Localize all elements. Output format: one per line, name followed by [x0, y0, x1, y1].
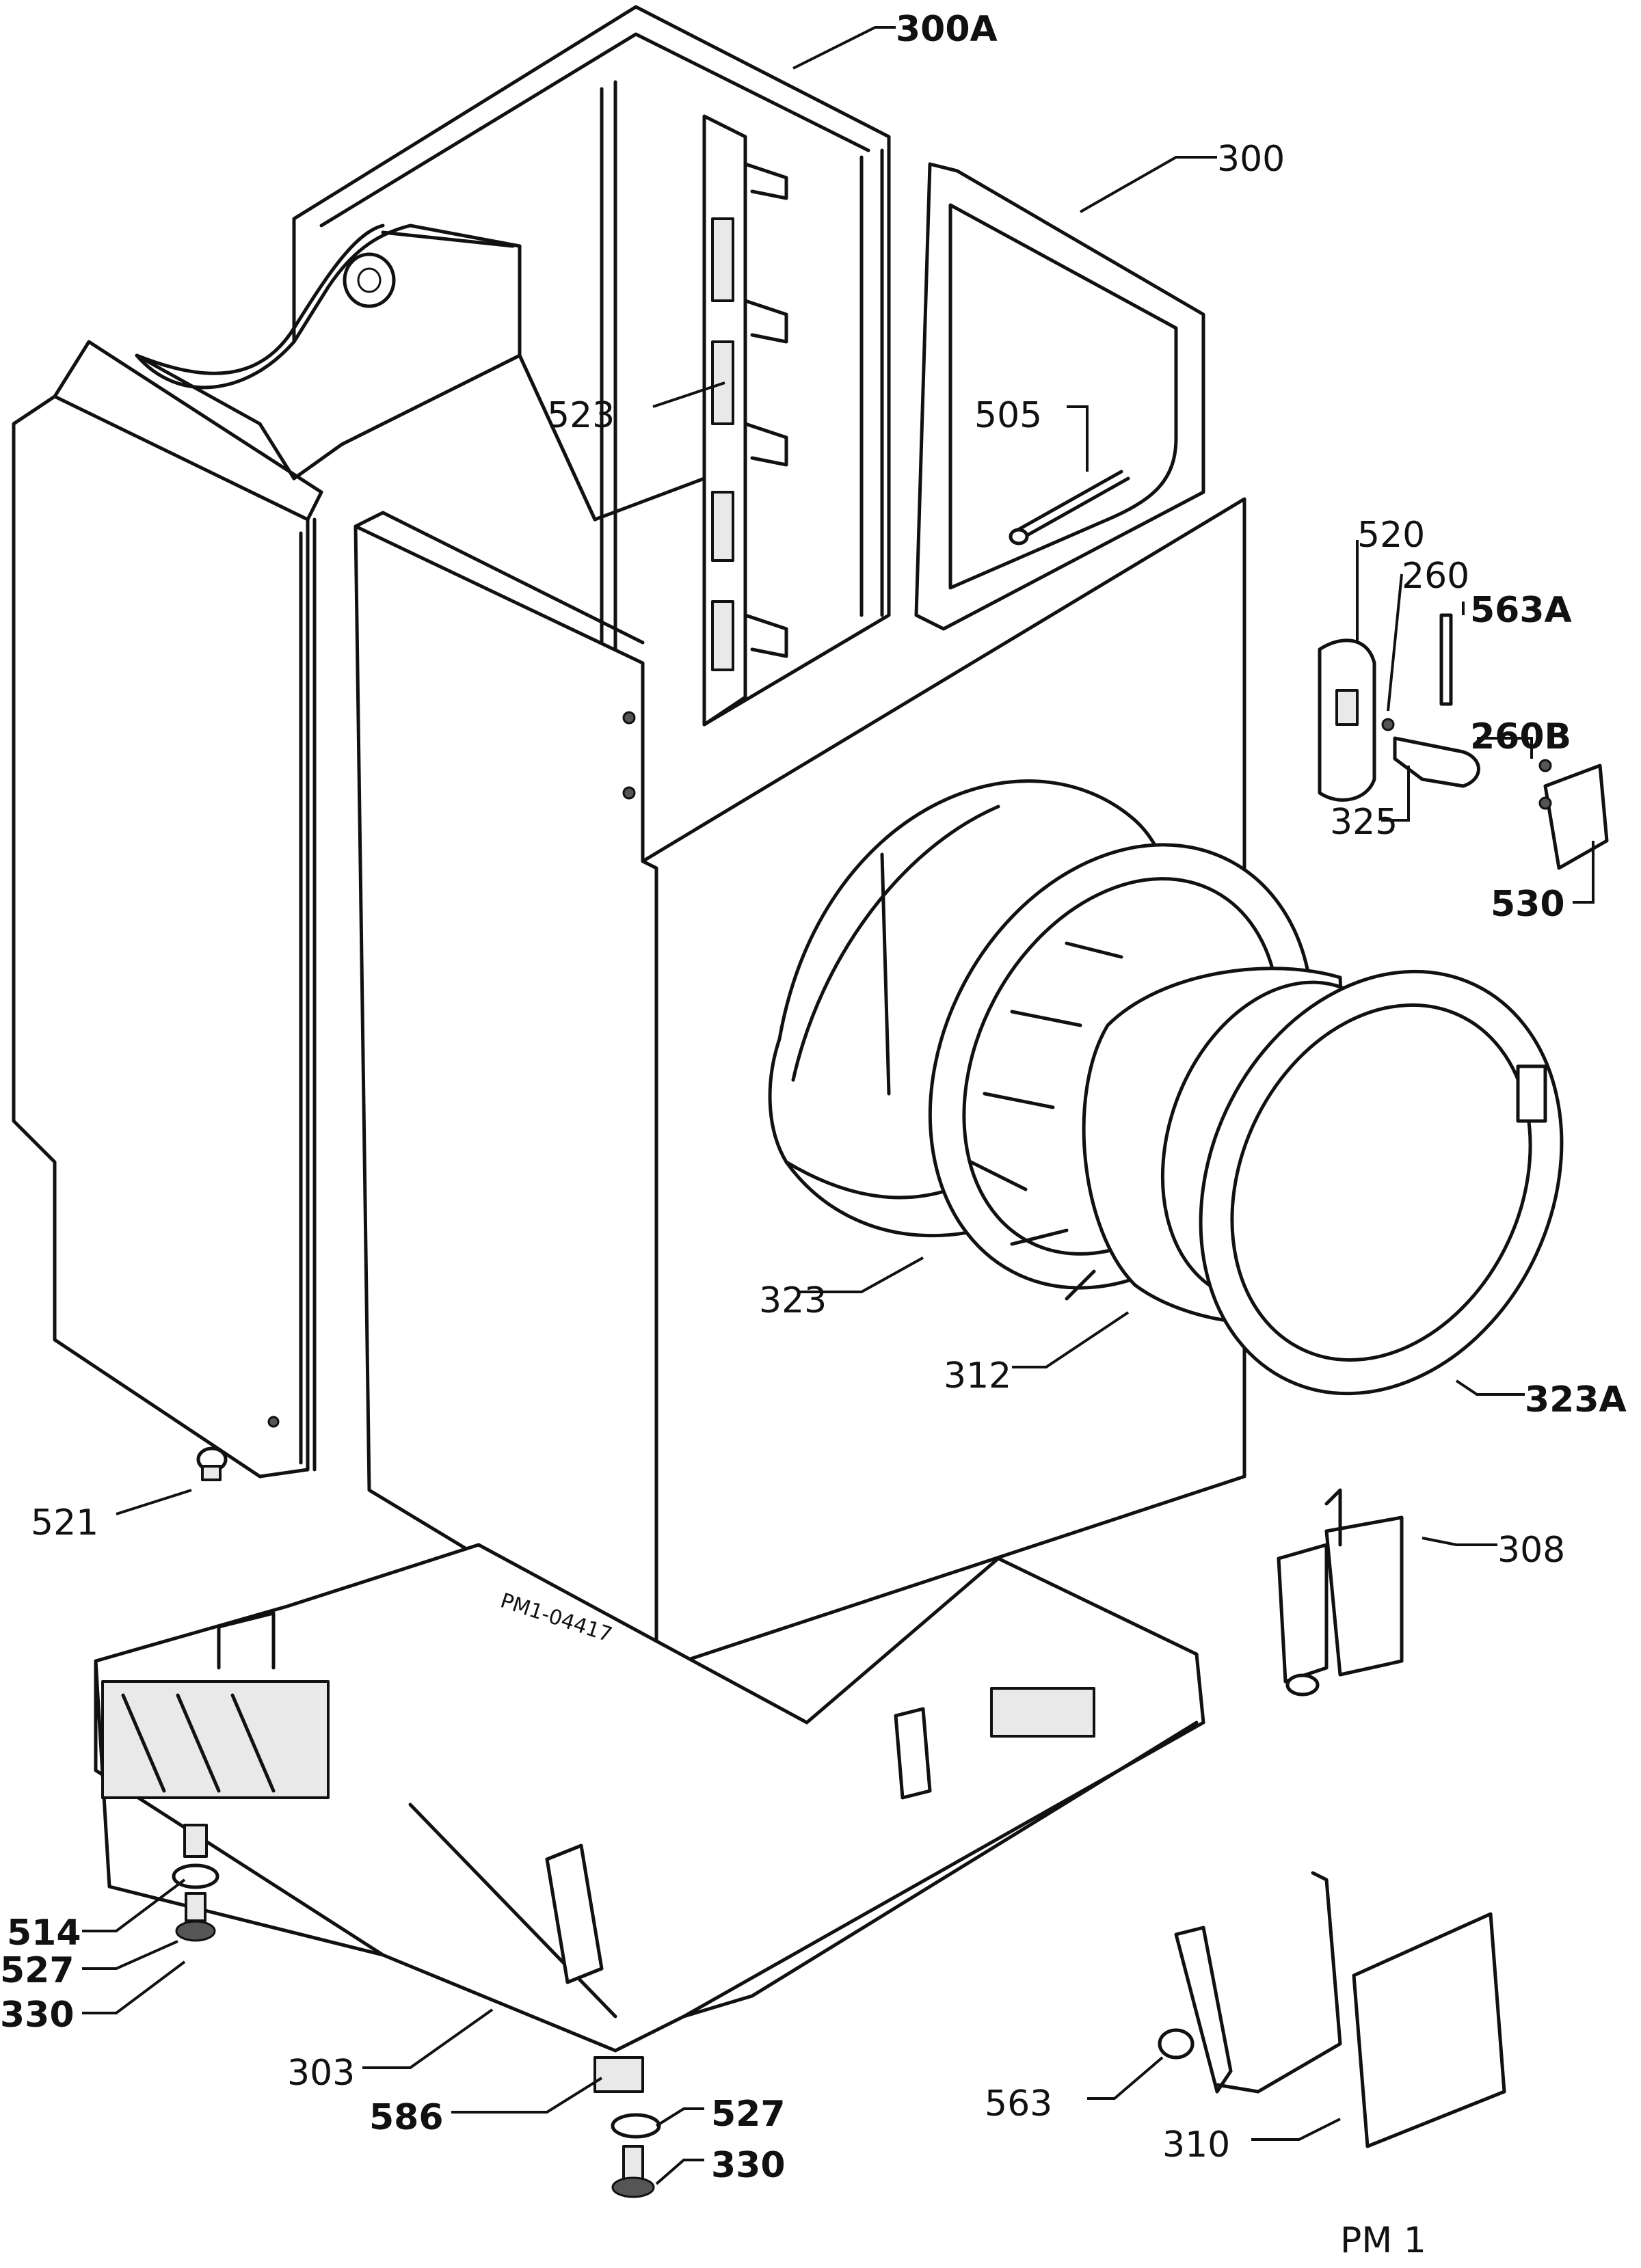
right-frame-300 [914, 162, 1205, 631]
label-260b: 260B [1470, 716, 1571, 757]
label-325: 325 [1330, 802, 1398, 843]
label-260: 260 [1402, 556, 1469, 597]
page-code: PM 1 [1340, 2220, 1426, 2261]
label-520: 520 [1357, 515, 1425, 556]
door-ring-323a [1199, 969, 1564, 1396]
label-308: 308 [1497, 1530, 1565, 1571]
label-563a: 563A [1470, 590, 1572, 631]
foot-left [172, 1824, 219, 1942]
label-323a: 323A [1525, 1379, 1627, 1420]
label-312: 312 [944, 1355, 1011, 1396]
label-300: 300 [1217, 139, 1285, 180]
label-330-left: 330 [0, 1995, 75, 2036]
label-505: 505 [974, 395, 1042, 436]
label-300a: 300A [896, 9, 998, 50]
label-527-right: 527 [711, 2094, 786, 2135]
label-323: 323 [759, 1280, 827, 1321]
label-563: 563 [985, 2083, 1052, 2124]
hinge-308 [1277, 1488, 1404, 1697]
base-frame-303 [94, 1543, 1205, 2053]
left-side-panel [12, 340, 323, 1479]
label-530: 530 [1491, 884, 1565, 925]
door-lock-parts [1318, 613, 1609, 870]
label-330-right: 330 [711, 2145, 786, 2186]
foot-right [593, 2056, 661, 2198]
callout-labels: 300A 300 523 505 520 260 563A 260B 325 5… [0, 9, 1627, 2186]
label-303: 303 [287, 2053, 355, 2094]
label-521: 521 [31, 1502, 98, 1543]
label-310: 310 [1162, 2124, 1230, 2165]
leader-lines [82, 26, 1595, 2185]
label-586: 586 [369, 2097, 444, 2138]
service-cover-310 [1158, 1871, 1506, 2148]
inner-rail-523 [702, 114, 788, 727]
label-527-left: 527 [0, 1950, 75, 1991]
label-523: 523 [547, 395, 615, 436]
plug-521 [196, 1446, 228, 1481]
label-514: 514 [7, 1913, 81, 1954]
